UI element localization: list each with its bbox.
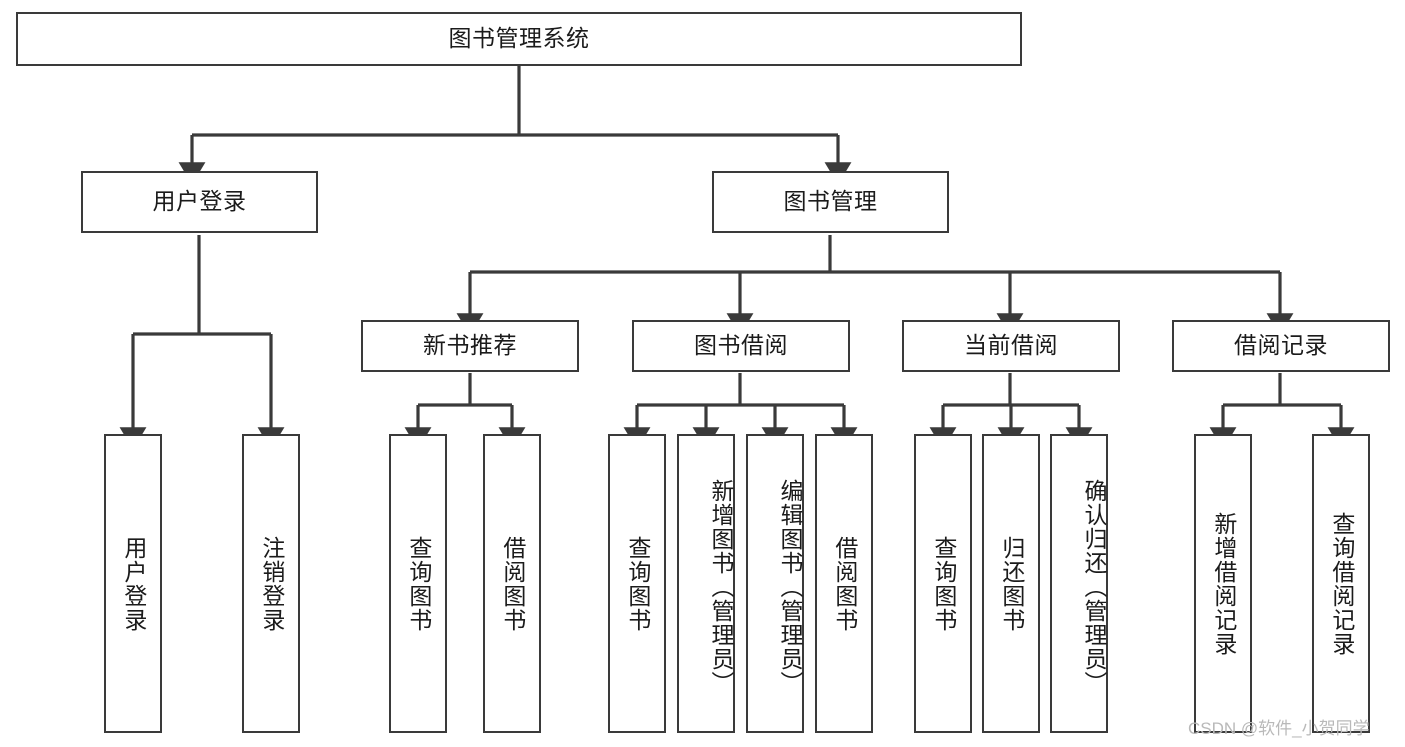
- leaf-user-login-login[interactable]: 用户登录: [104, 434, 162, 733]
- leaf-book-borrow-query-book[interactable]: 查询图书: [608, 434, 666, 733]
- leaf-book-borrow-edit-book-admin[interactable]: 编辑图书（管理员）: [746, 434, 804, 733]
- node-current-borrow[interactable]: 当前借阅: [902, 320, 1120, 372]
- leaf-new-book-query-book[interactable]: 查询图书: [389, 434, 447, 733]
- leaf-current-borrow-return-book[interactable]: 归还图书: [982, 434, 1040, 733]
- node-root[interactable]: 图书管理系统: [16, 12, 1022, 66]
- leaf-borrow-record-query-record[interactable]: 查询借阅记录: [1312, 434, 1370, 733]
- node-user-login[interactable]: 用户登录: [81, 171, 318, 233]
- node-book-management[interactable]: 图书管理: [712, 171, 949, 233]
- leaf-borrow-record-add-record[interactable]: 新增借阅记录: [1194, 434, 1252, 733]
- leaf-user-login-logout[interactable]: 注销登录: [242, 434, 300, 733]
- node-new-book-recommend[interactable]: 新书推荐: [361, 320, 579, 372]
- watermark-text: CSDN @软件_小贺同学: [1188, 719, 1370, 738]
- node-borrow-record[interactable]: 借阅记录: [1172, 320, 1390, 372]
- node-book-borrow[interactable]: 图书借阅: [632, 320, 850, 372]
- leaf-current-borrow-query-book[interactable]: 查询图书: [914, 434, 972, 733]
- leaf-current-borrow-confirm-return-admin[interactable]: 确认归还（管理员）: [1050, 434, 1108, 733]
- leaf-book-borrow-borrow-book[interactable]: 借阅图书: [815, 434, 873, 733]
- leaf-new-book-borrow-book[interactable]: 借阅图书: [483, 434, 541, 733]
- leaf-book-borrow-add-book-admin[interactable]: 新增图书（管理员）: [677, 434, 735, 733]
